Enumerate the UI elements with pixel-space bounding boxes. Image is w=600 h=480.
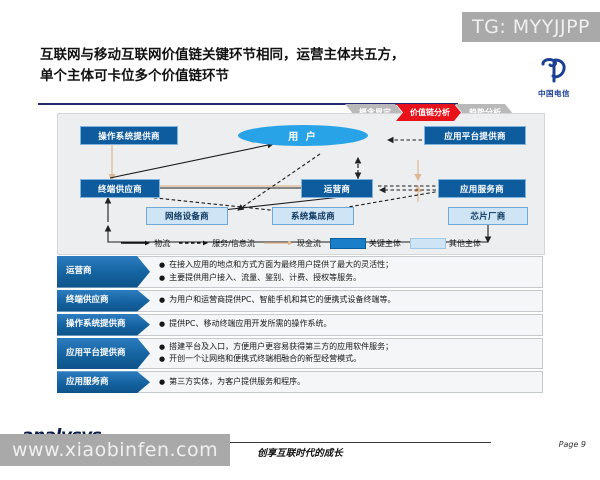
role-label-os-provider: 操作系统提供商 (57, 314, 150, 336)
role-body-app-service-provider: ●第三方实体，为客户提供服务和程序。 (137, 371, 543, 394)
bullet-text: 在接入应用的地点和方式方面为最终用户提供了最大的灵活性； (169, 260, 394, 269)
node-network-equipment-vendor[interactable]: 网络设备商 (146, 207, 228, 225)
node-system-integrator[interactable]: 系统集成商 (272, 207, 354, 225)
bullet: ●第三方实体，为客户提供服务和程序。 (159, 377, 536, 388)
node-app-platform-provider[interactable]: 应用平台提供商 (424, 126, 526, 145)
role-body-app-platform-provider: ●搭建平台及入口，方便用户更容易获得第三方的应用软件服务； ●开创一个让网络和便… (137, 337, 543, 370)
footer-divider (128, 442, 491, 443)
legend-item-key-entity: 关键主体 (329, 237, 401, 249)
node-chip-maker[interactable]: 芯片厂商 (448, 207, 528, 225)
telecom-swirl-icon (541, 58, 566, 83)
bullet: ●在接入应用的地点和方式方面为最终用户提供了最大的灵活性； (159, 260, 536, 271)
role-body-operator: ●在接入应用的地点和方式方面为最终用户提供了最大的灵活性； ●主要提供用户接入、… (137, 256, 543, 288)
china-telecom-caption: 中国电信 (538, 89, 570, 98)
page-title-line2: 单个主体可卡位多个价值链环节 (40, 67, 229, 84)
legend-label-service-info-flow: 服务/信息流 (212, 238, 255, 248)
bullet-dot-icon: ● (159, 320, 166, 329)
bullet-text: 搭建平台及入口，方便用户更容易获得第三方的应用软件服务； (169, 341, 394, 351)
bullet-text: 开创一个让网络和便携式终端相融合的新型经营模式。 (169, 354, 362, 364)
other-entity-swatch-icon (409, 237, 446, 249)
role-body-terminal-supplier: ●为用户和运营商提供PC、智能手机和其它的便携式设备终端等。 (137, 289, 543, 312)
bullet: ●为用户和运营商提供PC、智能手机和其它的便携式设备终端等。 (159, 295, 536, 306)
node-os-provider[interactable]: 操作系统提供商 (80, 126, 178, 145)
header-divider (38, 103, 458, 105)
role-description-list: 运营商 ●在接入应用的地点和方式方面为最终用户提供了最大的灵活性； ●主要提供用… (57, 256, 543, 395)
tan-arrow-icon (263, 240, 293, 246)
bullet-dot-icon: ● (159, 342, 166, 351)
bullet-dot-icon: ● (159, 377, 166, 386)
bullet-text: 第三方实体，为客户提供服务和程序。 (169, 376, 306, 386)
value-chain-diagram: 操作系统提供商 用 户 应用平台提供商 终端供应商 运营商 应用服务商 网络设备… (57, 113, 545, 255)
role-label-terminal-supplier: 终端供应商 (57, 290, 150, 312)
legend-label-logistics: 物流 (154, 238, 171, 248)
node-app-service-provider[interactable]: 应用服务商 (438, 179, 526, 198)
bullet-text: 为用户和运营商提供PC、智能手机和其它的便携式设备终端等。 (169, 295, 396, 305)
role-label-app-service-provider: 应用服务商 (57, 371, 150, 393)
bullet: ●搭建平台及入口，方便用户更容易获得第三方的应用软件服务； (159, 342, 536, 353)
legend-item-logistics: 物流 (121, 238, 170, 249)
list-item[interactable]: 应用平台提供商 ●搭建平台及入口，方便用户更容易获得第三方的应用软件服务； ●开… (57, 337, 543, 370)
china-telecom-mark-icon (539, 57, 569, 86)
node-user[interactable]: 用 户 (238, 125, 368, 146)
role-label-app-platform-provider: 应用平台提供商 (57, 338, 150, 370)
bullet: ●开创一个让网络和便携式终端相融合的新型经营模式。 (159, 354, 536, 365)
bullet-dot-icon: ● (159, 273, 166, 282)
node-terminal-supplier[interactable]: 终端供应商 (80, 179, 160, 198)
role-label-operator: 运营商 (57, 256, 150, 288)
bullet-text: 提供PC、移动终端应用开发所需的操作系统。 (169, 319, 332, 329)
list-item[interactable]: 应用服务商 ●第三方实体，为客户提供服务和程序。 (57, 371, 543, 394)
list-item[interactable]: 操作系统提供商 ●提供PC、移动终端应用开发所需的操作系统。 (57, 313, 543, 336)
bullet-text: 主要提供用户接入、流量、鉴别、计费、授权等服务。 (169, 272, 362, 282)
legend-label-key-entity: 关键主体 (368, 238, 401, 248)
bullet: ●提供PC、移动终端应用开发所需的操作系统。 (159, 319, 536, 330)
role-body-os-provider: ●提供PC、移动终端应用开发所需的操作系统。 (137, 313, 543, 336)
watermark-top: TG: MYYJJPP (462, 12, 600, 42)
dashed-arrow-icon (179, 240, 209, 246)
legend-label-cash-flow: 现金流 (296, 238, 321, 248)
solid-arrow-icon (121, 240, 151, 246)
china-telecom-logo: 中国电信 (518, 52, 590, 104)
legend-item-service-info-flow: 服务/信息流 (179, 238, 255, 249)
legend-label-other-entity: 其他主体 (448, 238, 481, 248)
node-operator[interactable]: 运营商 (301, 179, 373, 198)
bullet-dot-icon: ● (159, 355, 166, 364)
list-item[interactable]: 终端供应商 ●为用户和运营商提供PC、智能手机和其它的便携式设备终端等。 (57, 289, 543, 312)
watermark-bottom: www.xiaobinfen.com (0, 434, 231, 466)
page-number: Page 9 (558, 440, 586, 449)
bullet: ●主要提供用户接入、流量、鉴别、计费、授权等服务。 (159, 273, 536, 284)
tab-value-chain-analysis[interactable]: 价值链分析 (396, 104, 461, 121)
legend-item-other-entity: 其他主体 (409, 237, 481, 249)
footer-slogan: 创享互联时代的成长 (257, 448, 343, 459)
bullet-dot-icon: ● (159, 261, 166, 269)
page-title: 互联网与移动互联网价值链关键环节相同，运营主体共五方， 单个主体可卡位多个价值链… (40, 45, 440, 87)
page-title-line1: 互联网与移动互联网价值链关键环节相同，运营主体共五方， (40, 47, 405, 63)
list-item[interactable]: 运营商 ●在接入应用的地点和方式方面为最终用户提供了最大的灵活性； ●主要提供用… (57, 256, 543, 288)
diagram-legend: 物流 服务/信息流 现金流 关键主体 (58, 235, 544, 251)
bullet-dot-icon: ● (159, 296, 166, 305)
legend-item-cash-flow: 现金流 (263, 238, 321, 249)
key-entity-swatch-icon (329, 237, 366, 249)
